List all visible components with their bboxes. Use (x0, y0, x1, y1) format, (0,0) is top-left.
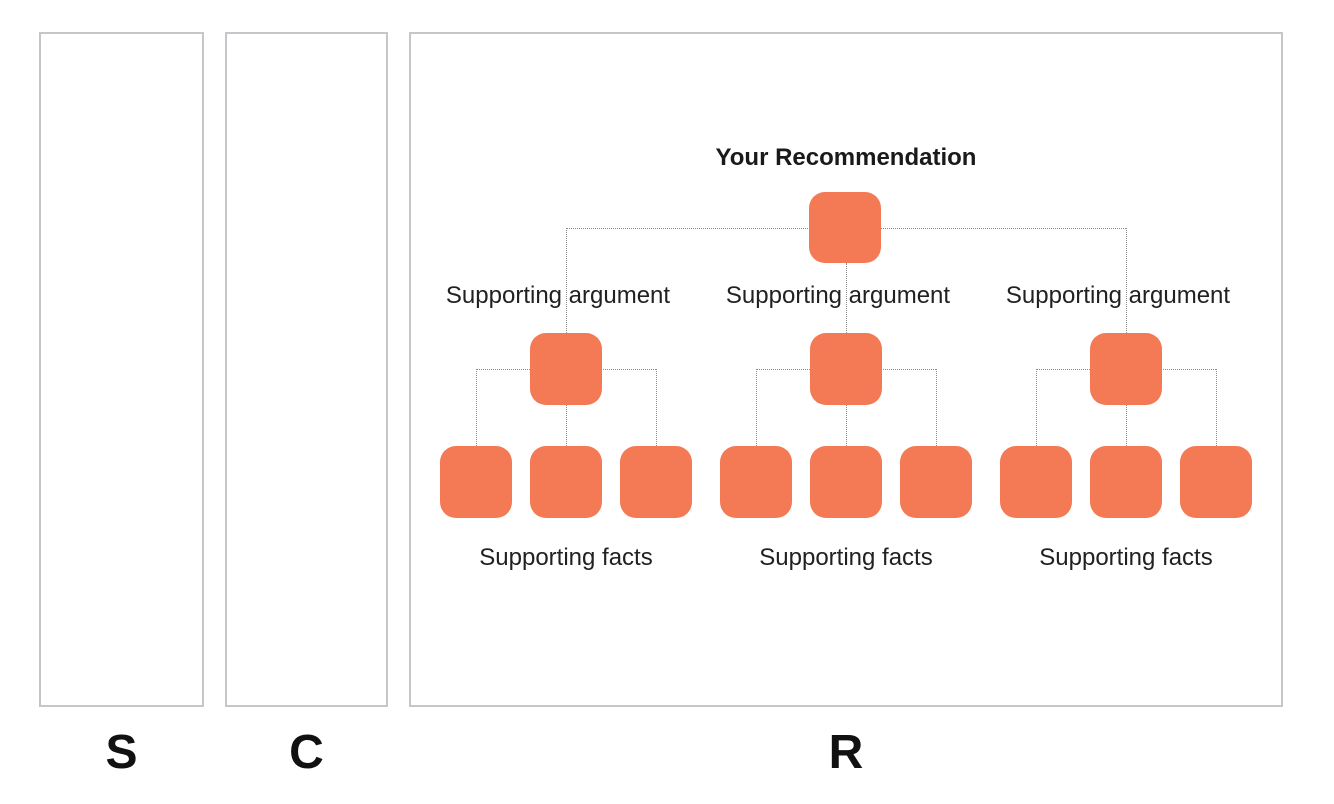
level2-connector-drop-left (756, 369, 757, 446)
fact-node[interactable] (1000, 446, 1072, 518)
fact-node[interactable] (1090, 446, 1162, 518)
label-situation: S (105, 726, 138, 779)
complication-panel[interactable] (225, 32, 388, 707)
argument-node[interactable] (1090, 333, 1162, 405)
fact-node[interactable] (440, 446, 512, 518)
facts-label: Supporting facts (759, 544, 933, 571)
argument-group: Supporting argument Supporting facts (710, 281, 982, 626)
level2-connector-drop-right (656, 369, 657, 446)
level2-connector-drop-right (1216, 369, 1217, 446)
situation-panel[interactable] (39, 32, 204, 707)
fact-node[interactable] (620, 446, 692, 518)
level2-connector-drop-middle (566, 405, 567, 446)
fact-node[interactable] (530, 446, 602, 518)
level2-connector-drop-right (936, 369, 937, 446)
fact-node[interactable] (720, 446, 792, 518)
level1-connector-drop-left (566, 228, 567, 333)
argument-group: Supporting argument Supporting facts (430, 281, 702, 626)
argument-label: Supporting argument (445, 282, 671, 309)
recommendation-node[interactable] (809, 192, 881, 263)
level1-connector-drop-middle (846, 263, 847, 333)
facts-label: Supporting facts (479, 544, 653, 571)
argument-node[interactable] (810, 333, 882, 405)
fact-node[interactable] (1180, 446, 1252, 518)
level2-connector-drop-left (476, 369, 477, 446)
level2-connector-drop-left (1036, 369, 1037, 446)
facts-label: Supporting facts (1039, 544, 1213, 571)
fact-node[interactable] (810, 446, 882, 518)
argument-label: Supporting argument (725, 282, 951, 309)
label-complication: C (289, 726, 324, 779)
recommendation-title: Your Recommendation (715, 144, 977, 171)
label-resolution: R (828, 726, 864, 779)
fact-node[interactable] (900, 446, 972, 518)
level2-connector-drop-middle (846, 405, 847, 446)
level2-connector-drop-middle (1126, 405, 1127, 446)
argument-group: Supporting argument Supporting facts (990, 281, 1262, 626)
argument-node[interactable] (530, 333, 602, 405)
argument-label: Supporting argument (1005, 282, 1231, 309)
level1-connector-drop-right (1126, 228, 1127, 333)
